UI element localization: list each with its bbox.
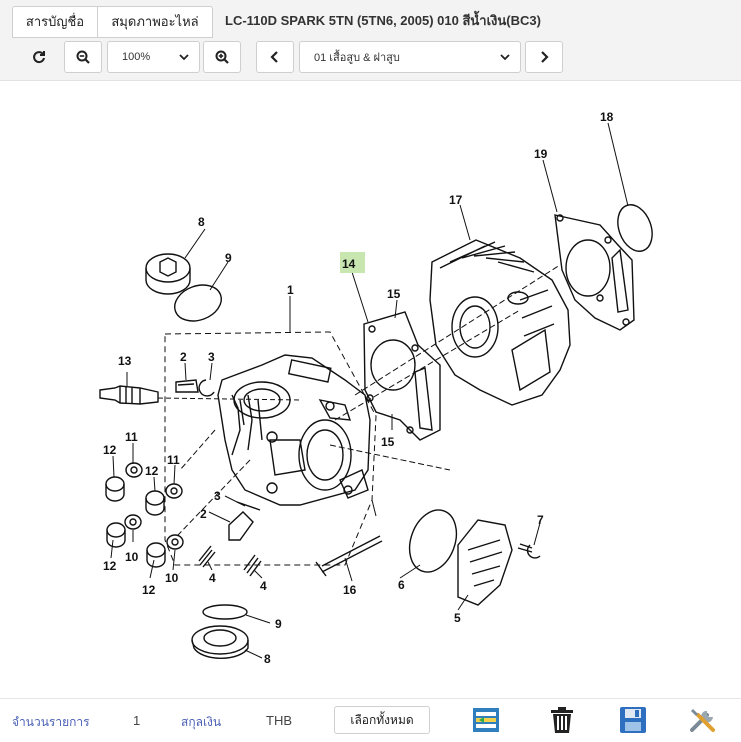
- callout-12[interactable]: 12: [142, 583, 156, 597]
- prev-section-button[interactable]: [256, 41, 294, 73]
- callout-14[interactable]: 14: [342, 257, 356, 271]
- select-all-button[interactable]: เลือกทั้งหมด: [334, 706, 430, 734]
- save-icon[interactable]: [617, 705, 649, 735]
- circlip-part[interactable]: [236, 501, 261, 511]
- bottom-toolbar: จำนวนรายการ 1 สกุลเงิน THB เลือกทั้งหมด: [0, 698, 741, 742]
- refresh-icon: [33, 51, 45, 64]
- callout-8[interactable]: 8: [264, 652, 271, 666]
- o-ring-part[interactable]: [202, 604, 248, 620]
- o-ring-part[interactable]: [170, 279, 227, 327]
- chevron-down-icon: [500, 54, 510, 61]
- chevron-right-icon: [541, 51, 549, 63]
- exploded-parts-diagram: 1 2 2 3 3 4 4 5 6 7 8 8 9 9 10 10 11 11 …: [99, 110, 658, 666]
- chevron-down-icon: [179, 54, 189, 61]
- chevron-left-icon: [270, 51, 278, 63]
- bolt-part[interactable]: [315, 535, 383, 577]
- tappet-cover-part[interactable]: [191, 625, 249, 659]
- callout-2[interactable]: 2: [200, 507, 207, 521]
- stud-part[interactable]: [198, 545, 216, 568]
- circlip-part[interactable]: [198, 379, 215, 397]
- callout-19[interactable]: 19: [534, 147, 548, 161]
- stud-part[interactable]: [243, 554, 262, 577]
- refresh-button[interactable]: [20, 41, 58, 73]
- qty-label: จำนวนรายการ: [12, 715, 90, 729]
- washer-part[interactable]: [165, 483, 183, 499]
- callout-2[interactable]: 2: [180, 350, 187, 364]
- nut-part[interactable]: [106, 522, 126, 548]
- next-section-button[interactable]: [525, 41, 563, 73]
- tab-parts-catalog[interactable]: สมุดภาพอะไหล่: [97, 6, 213, 38]
- callout-9[interactable]: 9: [225, 251, 232, 265]
- callout-5[interactable]: 5: [454, 611, 461, 625]
- cylinder-head-part[interactable]: [217, 354, 371, 506]
- callout-4[interactable]: 4: [209, 571, 216, 585]
- highlight-box: [340, 252, 365, 273]
- top-toolbar: สารบัญชื่อ สมุดภาพอะไหล่ LC-110D SPARK 5…: [0, 0, 741, 81]
- callout-1[interactable]: 1: [287, 283, 294, 297]
- tab-contents[interactable]: สารบัญชื่อ: [12, 6, 98, 38]
- o-ring-part[interactable]: [612, 200, 658, 256]
- callout-12[interactable]: 12: [103, 443, 117, 457]
- trash-icon[interactable]: [546, 705, 578, 735]
- add-to-cart-icon[interactable]: [470, 705, 502, 735]
- nut-part[interactable]: [105, 476, 125, 502]
- washer-part[interactable]: [125, 462, 143, 478]
- callout-3[interactable]: 3: [214, 489, 221, 503]
- zoom-value: 100%: [122, 51, 151, 63]
- washer-part[interactable]: [166, 534, 184, 550]
- cylinder-block-part[interactable]: [429, 239, 571, 406]
- callout-4[interactable]: 4: [260, 579, 267, 593]
- page-title: LC-110D SPARK 5TN (5TN6, 2005) 010 สีน้ำ…: [225, 13, 541, 28]
- callout-11[interactable]: 11: [125, 430, 138, 444]
- callout-10[interactable]: 10: [125, 550, 139, 564]
- qty-value: 1: [133, 713, 141, 728]
- callout-15[interactable]: 15: [387, 287, 401, 301]
- callout-16[interactable]: 16: [343, 583, 357, 597]
- o-ring-part[interactable]: [401, 503, 464, 578]
- side-cover-part[interactable]: [457, 519, 513, 606]
- settings-tools-icon[interactable]: [687, 705, 719, 735]
- callout-7[interactable]: 7: [537, 513, 544, 527]
- valve-guide-part[interactable]: [228, 511, 254, 541]
- section-value: 01 เสื้อสูบ & ฝาสูบ: [314, 52, 400, 64]
- zoom-select[interactable]: 100%: [107, 41, 200, 73]
- zoom-in-icon: [215, 50, 229, 64]
- zoom-out-icon: [76, 50, 90, 64]
- cylinder-head-gasket-part[interactable]: [363, 311, 441, 441]
- zoom-out-button[interactable]: [64, 41, 102, 73]
- callout-3[interactable]: 3: [208, 350, 215, 364]
- callout-17[interactable]: 17: [449, 193, 463, 207]
- currency-value: THB: [266, 713, 292, 728]
- section-select[interactable]: 01 เสื้อสูบ & ฝาสูบ: [299, 41, 521, 73]
- callout-15[interactable]: 15: [381, 435, 395, 449]
- nut-part[interactable]: [146, 542, 166, 568]
- callout-18[interactable]: 18: [600, 110, 614, 124]
- callout-11[interactable]: 11: [167, 453, 180, 467]
- cylinder-base-gasket-part[interactable]: [554, 214, 635, 331]
- spark-plug-part[interactable]: [99, 385, 159, 405]
- callout-10[interactable]: 10: [165, 571, 179, 585]
- bolt-part[interactable]: [517, 543, 541, 559]
- zoom-in-button[interactable]: [203, 41, 241, 73]
- callout-13[interactable]: 13: [118, 354, 132, 368]
- currency-label: สกุลเงิน: [181, 715, 222, 729]
- callout-9[interactable]: 9: [275, 617, 282, 631]
- tappet-cover-part[interactable]: [145, 253, 191, 295]
- callout-12[interactable]: 12: [145, 464, 159, 478]
- valve-guide-part[interactable]: [175, 379, 199, 393]
- callout-6[interactable]: 6: [398, 578, 405, 592]
- callout-12[interactable]: 12: [103, 559, 117, 573]
- callout-8[interactable]: 8: [198, 215, 205, 229]
- washer-part[interactable]: [124, 514, 142, 530]
- nut-part[interactable]: [145, 490, 165, 516]
